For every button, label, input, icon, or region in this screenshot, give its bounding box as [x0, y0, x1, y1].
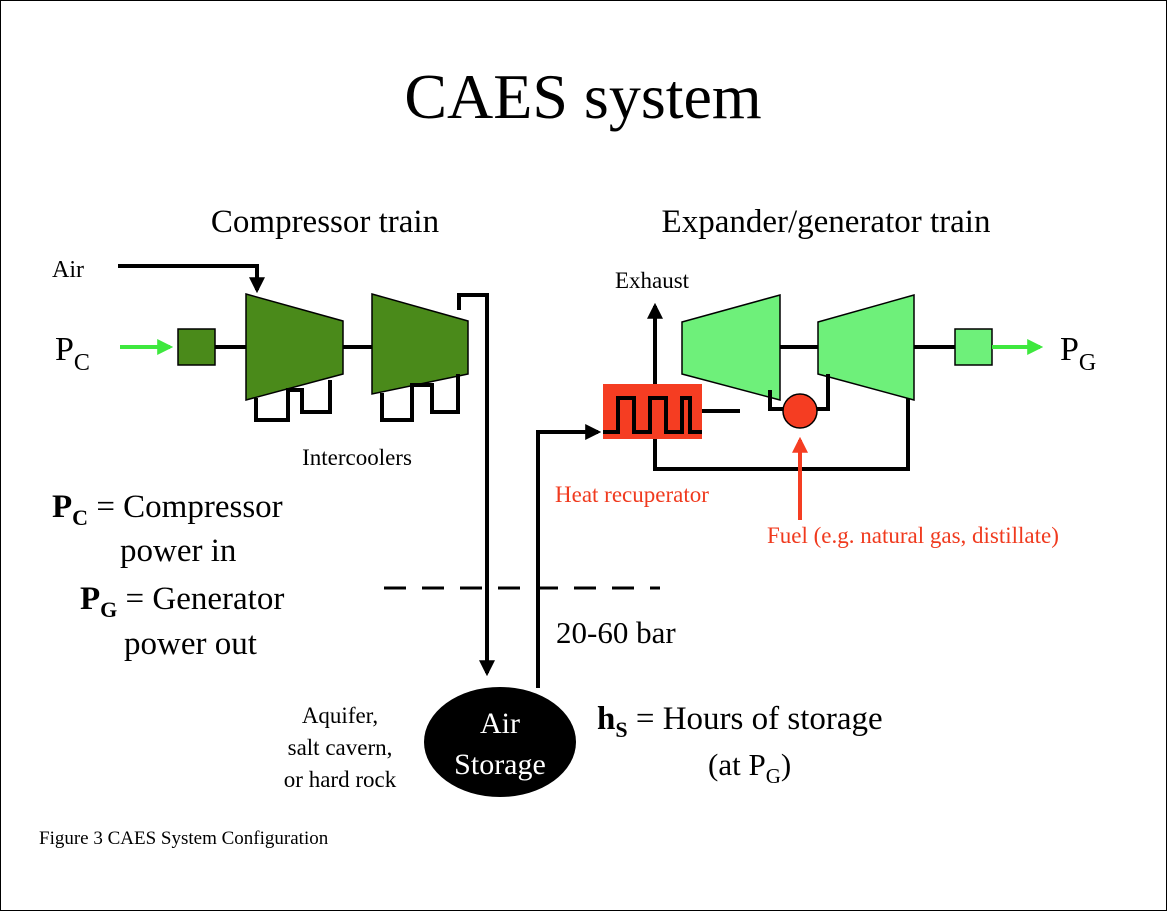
pc-symbol: PC [55, 331, 90, 376]
fuel-label: Fuel (e.g. natural gas, distillate) [767, 523, 1059, 548]
compressor-train-heading: Compressor train [211, 204, 439, 240]
air-storage [424, 687, 576, 797]
expander-turbine-2 [817, 294, 915, 401]
pressure-label: 20-60 bar [556, 615, 676, 650]
exhaust-return-line [653, 392, 910, 471]
pc-definition-line2: power in [120, 533, 236, 569]
air-inlet-arrow [118, 264, 265, 294]
pg-definition: PG = Generator [80, 581, 284, 622]
pc-definition: PC = Compressor [52, 489, 283, 530]
storage-types-line3: or hard rock [284, 767, 397, 792]
expander-train-heading: Expander/generator train [662, 204, 991, 240]
compressed-air-line [457, 293, 495, 677]
storage-label-line1: Air [480, 707, 520, 740]
generator-box [954, 328, 993, 366]
intercooler-loop-2 [380, 374, 460, 422]
compressor-stage-2 [371, 293, 469, 395]
recuperator-coil [603, 396, 702, 434]
motor-box [177, 328, 216, 366]
storage-types-line2: salt cavern, [288, 735, 393, 760]
pg-symbol: PG [1060, 331, 1096, 376]
recuperator-label: Heat recuperator [555, 482, 709, 507]
intercooler-loop-1 [254, 380, 332, 422]
exhaust-label: Exhaust [615, 268, 690, 293]
combustor-outlet [816, 374, 830, 411]
intercoolers-label: Intercoolers [302, 445, 412, 470]
storage-outlet-line [536, 424, 602, 688]
hours-definition-line2: (at PG) [708, 747, 791, 788]
diagram-title: CAES system [404, 61, 761, 132]
air-label: Air [52, 257, 84, 283]
expander-turbine-1 [681, 294, 781, 401]
storage-label-line2: Storage [454, 748, 546, 781]
hours-definition: hS = Hours of storage [597, 701, 883, 742]
combustor-inlet [768, 390, 784, 411]
compressor-stage-1 [245, 293, 344, 401]
figure-caption: Figure 3 CAES System Configuration [39, 828, 329, 849]
storage-types-line1: Aquifer, [302, 703, 378, 728]
combustor [782, 393, 818, 429]
pg-definition-line2: power out [124, 626, 257, 662]
